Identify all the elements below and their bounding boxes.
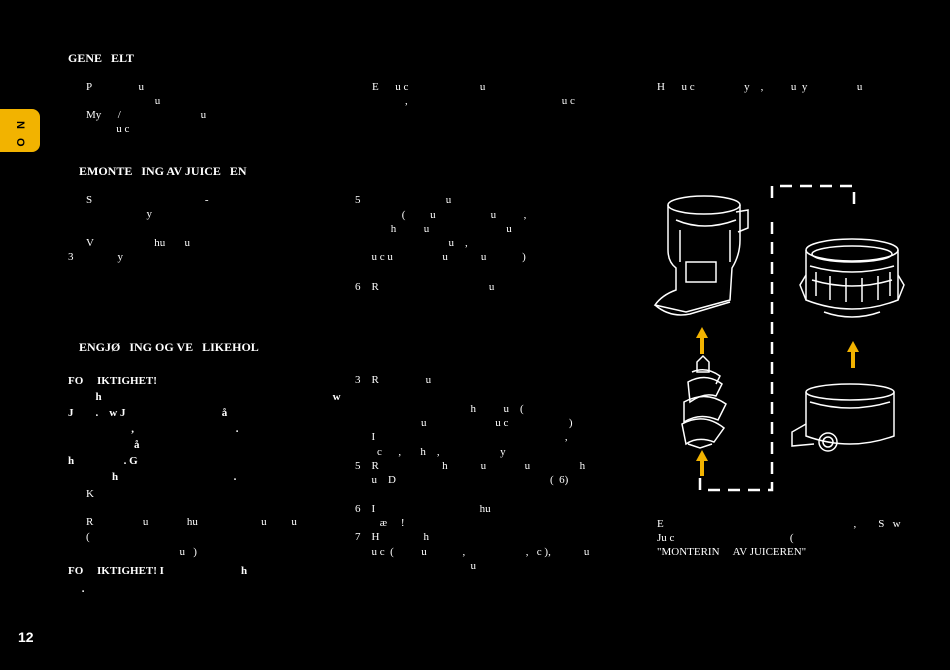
- col2-step6b-line1: 6 I hu: [355, 503, 491, 515]
- col1-p2-line2: y: [86, 208, 153, 220]
- col3-caption-line1: E , S w: [657, 518, 901, 530]
- col2-step3-line8: u D ( 6): [355, 474, 569, 486]
- col2-step3-line5: I ,: [355, 431, 568, 443]
- col1-p3-line2: 3 y: [68, 251, 123, 263]
- viktig-label-1: FO IKTIGHET!: [68, 375, 157, 387]
- col1-p4-line3: u ): [86, 546, 197, 558]
- dashed-connector: [698, 184, 856, 492]
- juicing-drum-drawing: [799, 238, 905, 318]
- col1-p4-line2: (: [86, 531, 90, 543]
- col2-step5a-line5: u c u u u ): [355, 251, 526, 263]
- col1-bold-line6: h .: [68, 471, 237, 483]
- col3-caption-line3: "MONTERIN AV JUICEREN": [657, 546, 807, 558]
- col1-p1-line3: My / u: [86, 109, 207, 121]
- col2-step7-line1: 7 H h: [355, 531, 429, 543]
- language-tab: N O: [0, 109, 40, 152]
- col3-intro: H u c y , u y u: [657, 81, 863, 93]
- col1-bold-line4: å: [68, 439, 140, 451]
- col1-k-line: K: [86, 488, 94, 500]
- col2-step3-line7: 5 R h u u h: [355, 460, 586, 472]
- col2-step3-line4: u u c ): [355, 417, 573, 429]
- col2-step6b-line2: æ !: [355, 517, 405, 529]
- arrow-up-icon-3: [847, 341, 859, 368]
- col1-dot-line: .: [68, 583, 85, 595]
- page-number: 12: [18, 629, 34, 645]
- heading-general: GENE ELT: [68, 51, 134, 65]
- heading-demontering: EMONTE ING AV JUICE EN: [79, 164, 247, 178]
- col2-step3-line1: 3 R u: [355, 374, 432, 386]
- col1-bold-line5: h . G: [68, 455, 138, 467]
- col1-p1-line4: u c: [86, 123, 130, 135]
- col2-step5a-line2: ( u u ,: [355, 209, 527, 221]
- viktig-label-2: FO IKTIGHET! I h: [68, 565, 248, 577]
- col2-step5a-line4: u ,: [355, 237, 468, 249]
- col1-p4-line1: R u hu u u: [86, 516, 297, 528]
- col2-step3-line3: h u (: [355, 403, 524, 415]
- col1-bold-line2: J . w J å: [68, 407, 228, 419]
- auger-drawing: [681, 354, 727, 449]
- col2-step5a-line3: h u u: [355, 223, 512, 235]
- heading-rengjoring: ENGJØ ING OG VE LIKEHOL: [79, 340, 259, 354]
- col1-p1-line2: u: [86, 95, 161, 107]
- col2-step7-line2: u c ( u , , c ), u: [355, 546, 590, 558]
- arrow-up-icon-1: [696, 327, 708, 354]
- arrow-up-icon-2: [696, 450, 708, 476]
- col1-bold-line3: , .: [68, 423, 239, 435]
- col2-step5a-line1: 5 u: [355, 194, 452, 206]
- col2-step7-line3: u: [355, 560, 477, 572]
- col2-step6a: 6 R u: [355, 281, 495, 293]
- juice-bowl-drawing: [791, 383, 895, 452]
- col1-bold-line1: h w: [68, 391, 341, 403]
- col1-p2-line1: S -: [86, 194, 209, 206]
- col2-step3-line6: c , h , y: [355, 446, 506, 458]
- col3-caption-line2: Ju c (: [657, 532, 794, 544]
- col2-p1-line2: , u c: [372, 95, 575, 107]
- col2-p1-line1: E u c u: [372, 81, 486, 93]
- juicer-body-drawing: [653, 195, 749, 316]
- col1-p1-line1: P u: [86, 81, 144, 93]
- col1-p3-line1: V hu u: [86, 237, 190, 249]
